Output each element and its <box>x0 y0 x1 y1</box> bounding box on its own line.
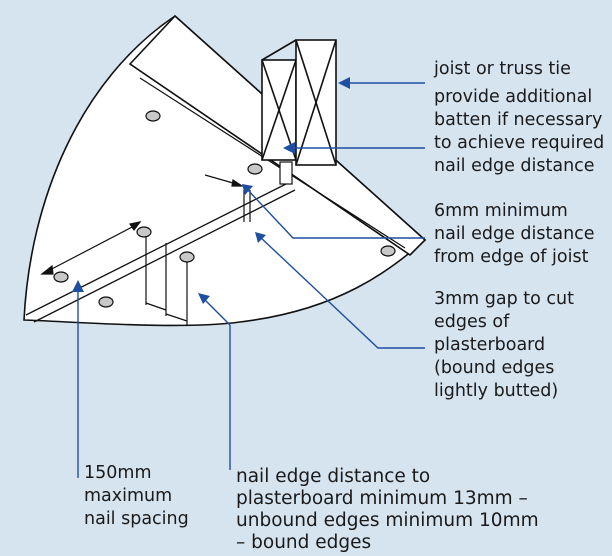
plasterboard-edge-label: nail edge distance to plasterboard minim… <box>236 466 539 553</box>
nail <box>247 163 263 175</box>
nail <box>136 226 152 238</box>
nail <box>179 251 195 263</box>
nail <box>53 271 69 283</box>
plasterboard-sheet <box>23 14 427 327</box>
leader-lines <box>72 77 425 478</box>
batten <box>279 161 293 185</box>
gap-label: 3mm gap to cut edges of plasterboard (bo… <box>434 289 574 401</box>
dimension-lines <box>40 174 251 325</box>
nails <box>53 110 396 308</box>
nail-spacing-label: 150mm maximum nail spacing <box>84 463 189 529</box>
nail <box>98 296 114 308</box>
batten-label: provide additional batten if necessary t… <box>434 87 605 176</box>
truss-tie <box>261 39 337 166</box>
min-edge-distance-label: 6mm minimum nail edge distance from edge… <box>434 201 595 267</box>
nail <box>145 110 161 122</box>
joist-tie-label: joist or truss tie <box>434 59 571 79</box>
nail <box>380 245 396 257</box>
